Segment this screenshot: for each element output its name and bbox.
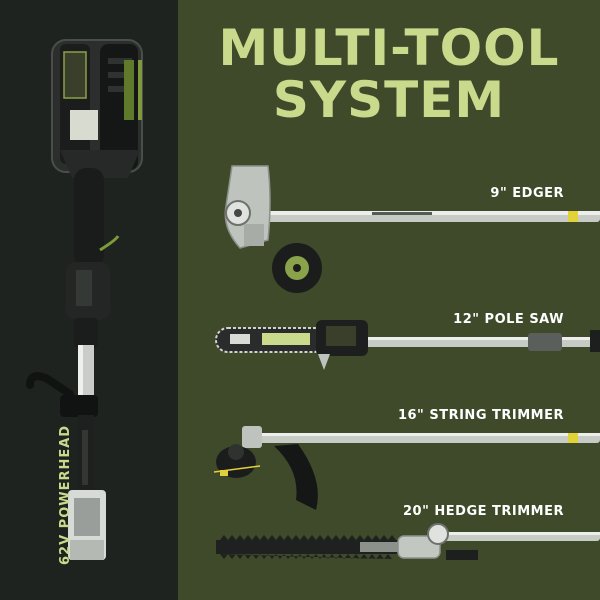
tool-label-hedge-trimmer: 20" HEDGE TRIMMER: [403, 504, 564, 519]
tool-label-edger: 9" EDGER: [490, 186, 564, 201]
tool-label-pole-saw: 12" POLE SAW: [453, 312, 564, 327]
powerhead-image: [26, 39, 143, 560]
hedge-trimmer-image: [216, 523, 600, 560]
string-trimmer-image: [213, 426, 600, 510]
tool-label-string-trimmer: 16" STRING TRIMMER: [397, 408, 564, 423]
edger-image: [224, 165, 600, 293]
powerhead-label: 62V POWERHEAD: [58, 424, 73, 565]
pole-saw-image: [215, 320, 600, 370]
headline-line-2: SYSTEM: [272, 71, 506, 129]
headline-line-1: MULTI-TOOL: [218, 19, 560, 77]
headline: MULTI-TOOL SYSTEM: [178, 22, 600, 126]
